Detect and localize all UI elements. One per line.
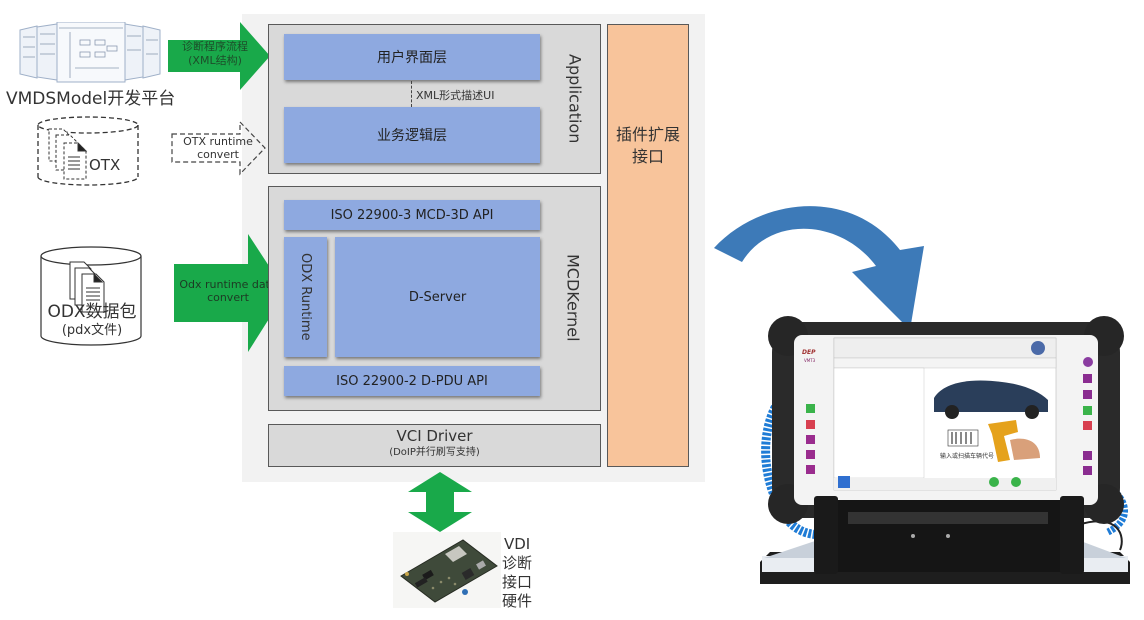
plugin-interface-box: 插件扩展 接口 bbox=[607, 24, 689, 467]
vdi-line-3: 接口 bbox=[502, 573, 533, 591]
plugin-interface-line1: 插件扩展 bbox=[615, 124, 680, 144]
vdi-line-1: VDI bbox=[504, 535, 531, 553]
device-brand: DEP bbox=[802, 349, 816, 356]
otx-convert-line1: OTX runtime bbox=[183, 135, 253, 148]
vmds-platform-label: VMDSModel开发平台 bbox=[6, 89, 176, 109]
ui-layer-box: 用户界面层 bbox=[284, 34, 540, 80]
odx-store-line2: (pdx文件) bbox=[61, 323, 123, 338]
diag-flow-arrow-label: 诊断程序流程 (XML结构) bbox=[170, 40, 260, 68]
plugin-interface-line2: 接口 bbox=[631, 146, 664, 166]
odx-store-label: ODX数据包 (pdx文件) bbox=[44, 302, 140, 340]
otx-convert-label: OTX runtime convert bbox=[172, 135, 264, 161]
vdi-line-4: 硬件 bbox=[502, 592, 533, 610]
document-stack-icon bbox=[48, 128, 87, 180]
xml-connector-label: XML形式描述UI bbox=[416, 89, 495, 102]
odx-store-cylinder bbox=[40, 246, 142, 346]
document-stack-icon bbox=[69, 261, 105, 313]
otx-convert-line2: convert bbox=[197, 148, 239, 161]
screen-prompt: 输入或扫描车辆代号 bbox=[940, 452, 994, 460]
odx-convert-line2: convert bbox=[207, 291, 249, 304]
diag-flow-arrow bbox=[168, 22, 270, 90]
diag-flow-line2: (XML结构) bbox=[188, 54, 242, 67]
mcdkernel-label: MCDKernel bbox=[563, 254, 583, 342]
application-label: Application bbox=[565, 54, 585, 144]
vci-driver-title: VCI Driver bbox=[396, 427, 473, 445]
diagnostic-tablet-photo: 输入或扫描车辆代号 DEP VMT3 bbox=[760, 316, 1130, 584]
otx-store-cylinder bbox=[37, 116, 139, 186]
odx-convert-arrow bbox=[174, 234, 286, 352]
mcd3d-api-box: ISO 22900-3 MCD-3D API bbox=[284, 200, 540, 230]
logic-layer-box: 业务逻辑层 bbox=[284, 107, 540, 163]
otx-store-label: OTX bbox=[89, 156, 121, 174]
device-model: VMT3 bbox=[804, 358, 816, 363]
circuit-board-photo bbox=[393, 532, 501, 608]
dpdu-api-box: ISO 22900-2 D-PDU API bbox=[284, 366, 540, 396]
d-server-box: D-Server bbox=[335, 237, 540, 357]
bidirectional-arrow bbox=[408, 472, 472, 532]
vci-driver-subtitle: (DoIP并行刷写支持) bbox=[389, 447, 480, 458]
otx-convert-arrow bbox=[171, 120, 266, 176]
vdi-hardware-label: VDI 诊断 接口 硬件 bbox=[502, 535, 532, 611]
screenshot-stack-icon bbox=[19, 22, 161, 83]
odx-convert-label: Odx runtime data convert bbox=[176, 278, 280, 304]
vdi-line-2: 诊断 bbox=[502, 554, 533, 572]
xml-connector-line bbox=[411, 81, 412, 107]
vci-driver-box: VCI Driver (DoIP并行刷写支持) bbox=[268, 424, 601, 467]
odx-runtime-box: ODX Runtime bbox=[284, 237, 327, 357]
odx-store-line1: ODX数据包 bbox=[47, 302, 137, 322]
odx-convert-line1: Odx runtime data bbox=[179, 278, 277, 291]
diag-flow-line1: 诊断程序流程 bbox=[182, 40, 248, 53]
curved-arrow bbox=[714, 206, 924, 330]
